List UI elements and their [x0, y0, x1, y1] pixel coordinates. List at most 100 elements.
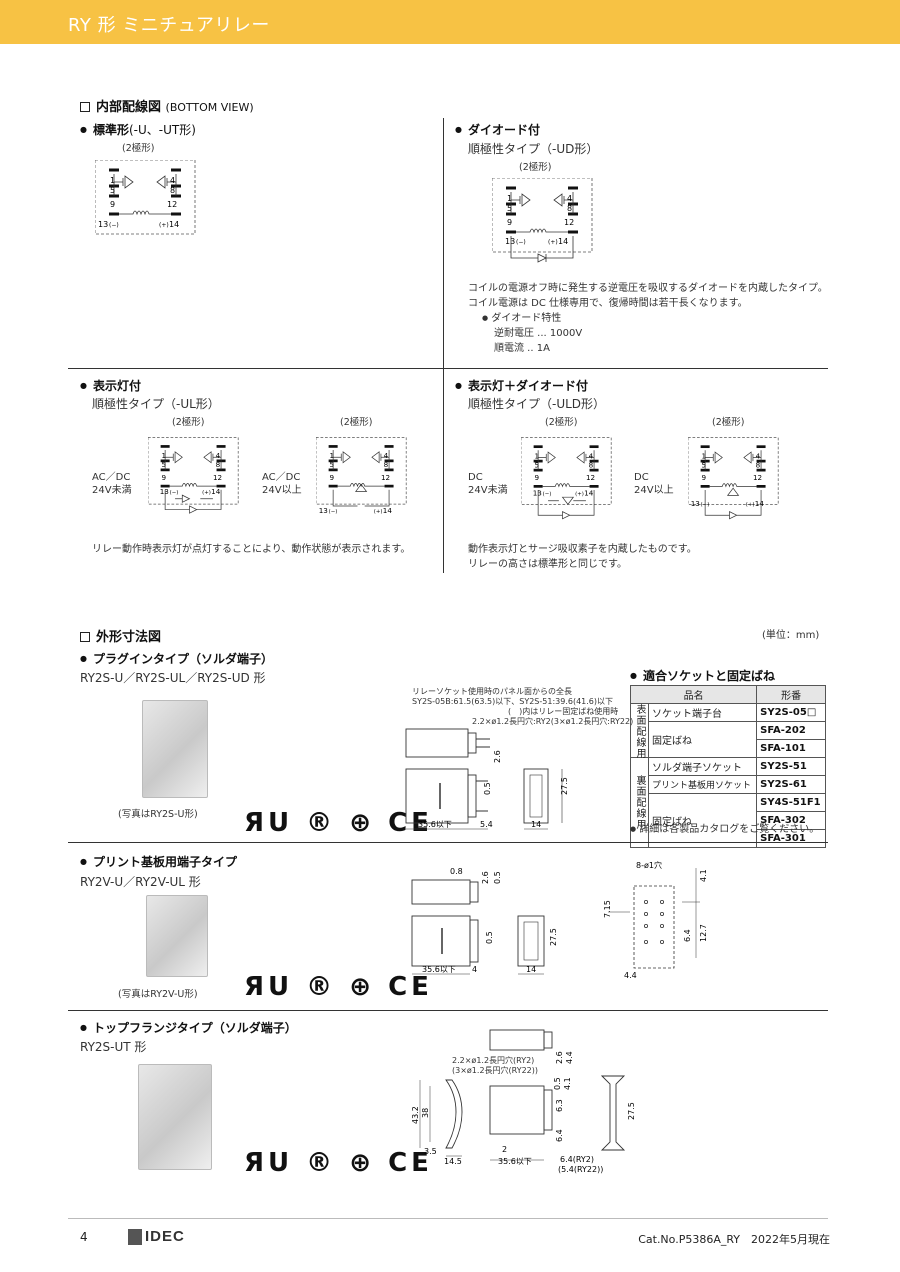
svg-text:27.5: 27.5: [560, 777, 569, 795]
svg-text:9: 9: [162, 473, 167, 482]
lamp-diode-description: 動作表示灯とサージ吸収素子を内蔵したものです。リレーの高さは標準形と同じです。: [468, 544, 697, 570]
svg-text:5: 5: [702, 460, 707, 469]
svg-text:9: 9: [330, 473, 335, 482]
lamp-type-title: 表示灯付: [80, 377, 141, 394]
svg-text:0.8: 0.8: [450, 867, 463, 876]
diode-type-title: ダイオード付: [455, 121, 540, 138]
certification-marks-flange: ЯU ® ⊕ CE: [244, 1148, 433, 1178]
svg-text:35.6以下: 35.6以下: [498, 1157, 532, 1166]
svg-text:12: 12: [167, 200, 177, 209]
certification-marks: ЯU ® ⊕ CE: [244, 808, 433, 838]
flange-dimension-drawing: 43.2 38 3.5 14.5 2 35.6以下 6.4(RY2) (5.4(…: [411, 1029, 636, 1174]
svg-text:4: 4: [567, 194, 572, 203]
svg-text:5: 5: [330, 460, 335, 469]
column-divider: [443, 118, 444, 573]
svg-text:13: 13: [319, 506, 328, 515]
certification-marks-pcb: ЯU ® ⊕ CE: [244, 972, 433, 1002]
svg-text:14: 14: [169, 220, 179, 229]
brand-logo: IDEC: [128, 1228, 185, 1245]
footer-divider: [68, 1218, 828, 1219]
svg-text:14: 14: [531, 820, 541, 829]
svg-text:4: 4: [384, 451, 389, 460]
svg-text:(+): (+): [374, 509, 383, 515]
plugin-photo-note: (写真はRY2S-U形): [118, 809, 198, 820]
plugin-models: RY2S-U／RY2S-UL／RY2S-UD 形: [80, 671, 266, 685]
svg-text:4: 4: [472, 965, 477, 974]
svg-text:6.4: 6.4: [683, 929, 692, 942]
group-front-wiring: 表面配線用: [630, 703, 649, 759]
diode-characteristics: ● ダイオード特性 逆耐電圧 ... 1000V 順電流 .. 1A: [482, 313, 583, 354]
svg-text:38: 38: [421, 1108, 430, 1118]
svg-text:(+): (+): [159, 222, 169, 229]
svg-text:8: 8: [567, 204, 572, 213]
lamp-type-subtitle: 順極性タイプ（-UL形）: [92, 397, 220, 411]
svg-text:(5.4(RY22)): (5.4(RY22)): [558, 1165, 603, 1174]
flange-type-title: トップフランジタイプ（ソルダ端子）: [80, 1019, 297, 1036]
svg-text:2.6: 2.6: [481, 871, 490, 884]
plugin-type-title: プラグインタイプ（ソルダ端子）: [80, 650, 273, 667]
section-divider-1: [68, 842, 828, 843]
svg-text:1: 1: [702, 451, 707, 460]
svg-text:6.4(RY2): 6.4(RY2): [560, 1155, 594, 1164]
svg-text:5: 5: [507, 204, 512, 213]
svg-text:12: 12: [564, 218, 574, 227]
table-row: SFA-301: [631, 829, 826, 848]
table-header-row: 品名形番: [629, 685, 826, 704]
flange-models: RY2S-UT 形: [80, 1040, 147, 1054]
row-divider: [68, 368, 828, 369]
dims-section-title: 外形寸法図: [80, 626, 161, 645]
svg-text:12: 12: [753, 473, 762, 482]
socket-table-title: 適合ソケットと固定ばね: [630, 667, 775, 684]
svg-text:14: 14: [211, 487, 221, 496]
svg-text:8: 8: [756, 460, 761, 469]
svg-text:43.2: 43.2: [411, 1106, 420, 1124]
lamp-description: リレー動作時表示灯が点灯することにより、動作状態が表示されます。: [92, 544, 411, 555]
svg-text:(+): (+): [746, 502, 755, 508]
svg-text:4.4: 4.4: [565, 1051, 574, 1064]
svg-text:13: 13: [505, 237, 515, 246]
svg-text:8: 8: [170, 186, 175, 195]
relay-photo-ry2v-u: [146, 895, 208, 977]
svg-text:0.5: 0.5: [493, 871, 502, 884]
lamp-diode-type-title: 表示灯＋ダイオード付: [455, 377, 588, 394]
section-divider-2: [68, 1010, 828, 1011]
svg-text:4.4: 4.4: [624, 971, 637, 980]
page-header: RY 形 ミニチュアリレー: [0, 0, 900, 44]
lamp-diode-poles-b: (2極形): [712, 417, 745, 428]
svg-text:14: 14: [755, 499, 765, 508]
svg-text:8-ø1穴: 8-ø1穴: [636, 860, 662, 870]
panel-length-note: リレーソケット使用時のパネル面からの全長 SY2S-05B:61.5(63.5)…: [412, 687, 634, 726]
svg-text:14: 14: [526, 965, 536, 974]
svg-text:4: 4: [756, 451, 761, 460]
diode-poles: (2極形): [519, 162, 552, 173]
svg-text:13: 13: [98, 220, 108, 229]
relay-photo-ry2s-u: [142, 700, 208, 798]
svg-text:2.6: 2.6: [493, 750, 502, 763]
svg-text:1: 1: [110, 176, 115, 185]
header-title: RY 形 ミニチュアリレー: [68, 15, 270, 36]
pcb-hole-layout: 8-ø1穴 4.1 7.15 6.4 12.7 4.4: [603, 860, 708, 980]
svg-text:12: 12: [213, 473, 222, 482]
svg-text:2.6: 2.6: [555, 1051, 564, 1064]
relay-photo-ry2s-ut: [138, 1064, 212, 1170]
idec-logo-icon: [128, 1228, 142, 1245]
svg-text:4: 4: [589, 451, 594, 460]
svg-text:5: 5: [162, 460, 167, 469]
bullet-icon: ●: [630, 825, 637, 833]
pcb-type-title: プリント基板用端子タイプ: [80, 853, 237, 870]
pcb-photo-note: (写真はRY2V-U形): [118, 989, 198, 1000]
svg-text:4: 4: [170, 176, 175, 185]
svg-text:9: 9: [702, 473, 707, 482]
square-bullet-icon: [80, 102, 90, 112]
svg-text:(−): (−): [109, 222, 119, 229]
page-number: 4: [80, 1230, 88, 1244]
